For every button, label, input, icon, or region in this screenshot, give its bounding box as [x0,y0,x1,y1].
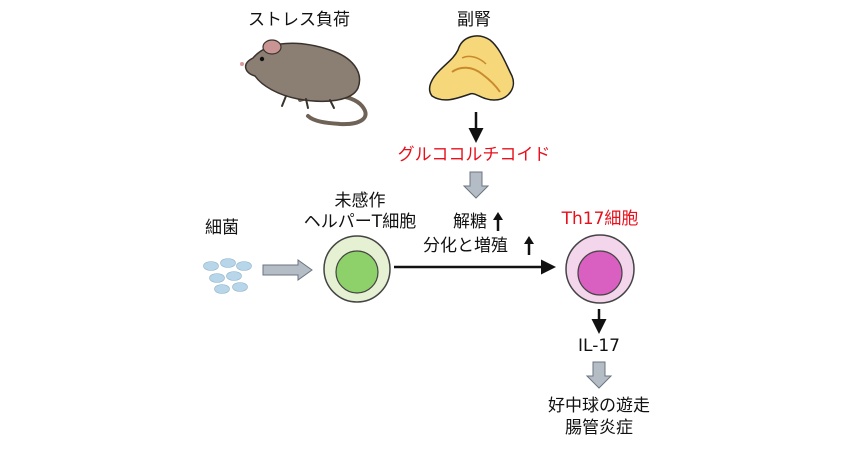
up-arrow-icon [493,212,503,231]
label-stress: ストレス負荷 [248,10,350,30]
label-outcome-line1: 好中球の遊走 [548,396,650,416]
label-adrenal: 副腎 [457,10,491,30]
label-differentiation: 分化と増殖 [423,236,508,256]
label-bacteria: 細菌 [205,218,239,238]
th17-cell [565,234,635,304]
hollow-arrow-il17-to-outcome [585,361,613,389]
hollow-arrow-down-gc [462,171,490,199]
label-il17: IL-17 [578,336,620,356]
bacteria-cluster [203,258,252,294]
label-th17: Th17細胞 [561,209,639,229]
up-arrow-icon [524,236,534,255]
naive-t-cell [323,235,391,303]
label-glycolysis: 解糖 [453,212,487,232]
label-glucocorticoid: グルココルチコイド [397,145,551,165]
label-outcome-line2: 腸管炎症 [565,418,633,438]
hollow-arrow-bacteria-to-cell [262,259,313,281]
label-naive-line2: ヘルパーT細胞 [303,212,417,232]
adrenal-gland-illustration [428,35,515,101]
label-naive-line1: 未感作 [334,191,386,211]
mouse-illustration [240,39,368,127]
